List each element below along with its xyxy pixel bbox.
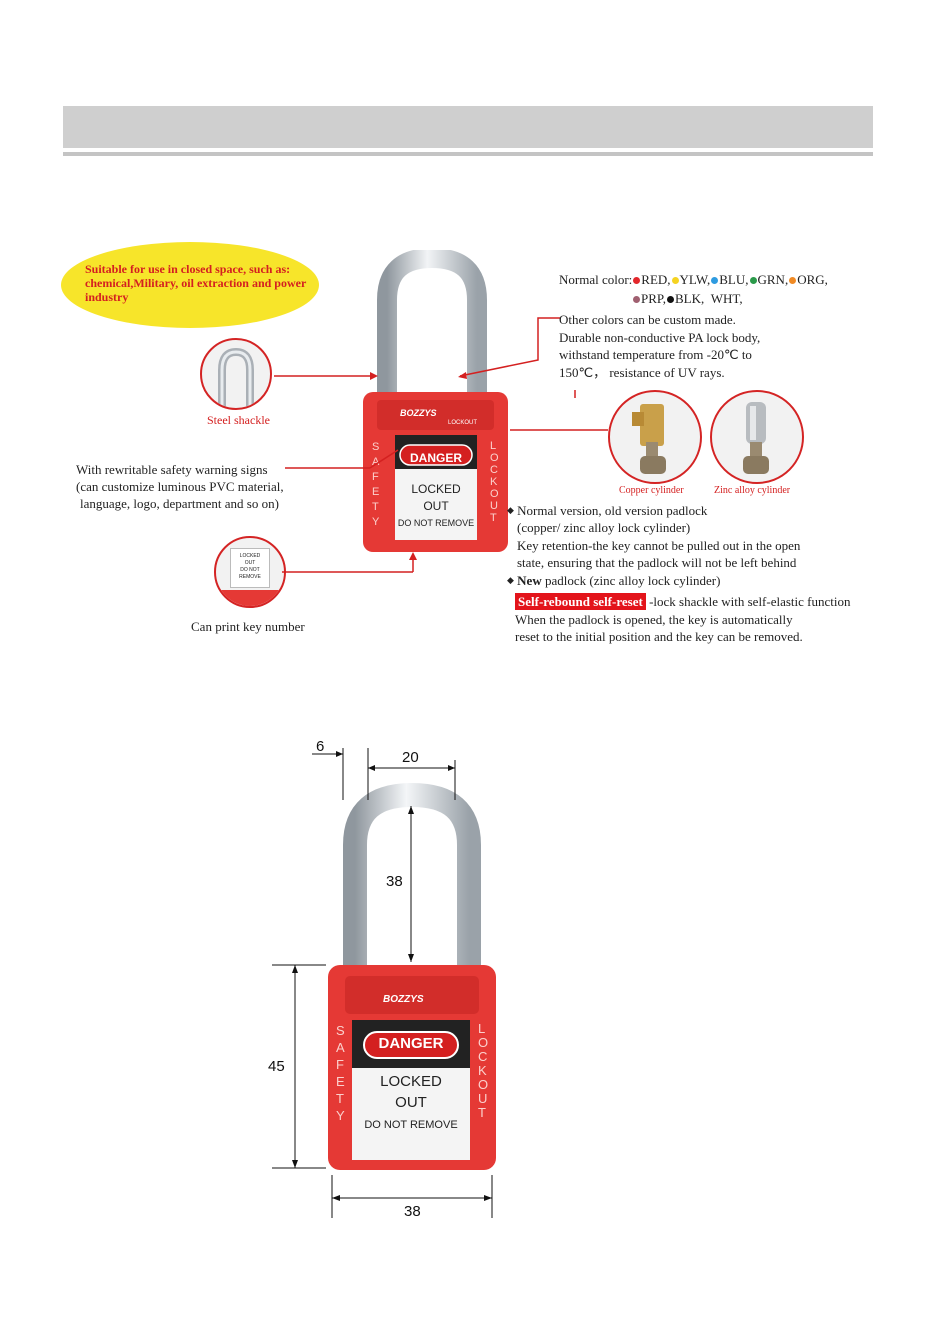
zinc-cylinder-circle	[710, 390, 804, 484]
yellow-dot-icon	[671, 277, 679, 285]
color-white: WHT,	[710, 291, 743, 306]
purple-dot-icon	[633, 296, 640, 304]
zinc-cylinder-icon	[743, 402, 769, 474]
padlock-dimension-drawing	[272, 748, 496, 1218]
brand-label-2: BOZZYS	[383, 994, 424, 1005]
key-tag-line3: DO NOT REMOVE	[239, 567, 261, 580]
dim-body-height: 45	[268, 1058, 285, 1075]
out-label: OUT	[423, 499, 449, 513]
bullet-icon: ◆	[507, 505, 514, 515]
usage-ellipse	[61, 242, 319, 328]
locked-label: LOCKED	[411, 482, 461, 496]
side-lockout-label: LOCKOUT	[490, 440, 499, 524]
brand-sub-label: LOCKOUT	[448, 420, 478, 426]
key-tag-line2: OUT	[244, 560, 256, 566]
zinc-cylinder-label: Zinc alloy cylinder	[714, 485, 791, 496]
version1-desc2: state, ensuring that the padlock will no…	[517, 555, 797, 570]
copper-cylinder-icon	[632, 404, 666, 474]
version1-desc1: Key retention-the key cannot be pulled o…	[517, 538, 801, 553]
black-dot-icon	[666, 296, 674, 304]
brand-label: BOZZYS	[400, 408, 437, 418]
rebound-line: Self-rebound self-reset -lock shackle wi…	[515, 593, 851, 610]
version1-title: ◆ Normal version, old version padlock	[507, 503, 708, 518]
color-list-row1: Normal color:RED,YLW,BLU,GRN,ORG,	[559, 271, 828, 288]
color-list-row2: PRP,BLK, WHT,	[632, 290, 743, 307]
steel-shackle-label: Steel shackle	[207, 413, 270, 427]
key-number-circle: LOCKED OUT DO NOT REMOVE	[214, 536, 286, 608]
color-green: GRN,	[749, 272, 788, 287]
red-dot-icon	[633, 277, 641, 285]
bullet-icon: ◆	[507, 575, 514, 585]
color-yellow: YLW,	[671, 272, 710, 287]
remove-label-2: DO NOT REMOVE	[364, 1119, 458, 1131]
dim-body-width: 38	[404, 1203, 421, 1220]
color-blue: BLU,	[710, 272, 749, 287]
body-text-3: 150℃， resistance of UV rays.	[559, 365, 725, 380]
copper-cylinder-label: Copper cylinder	[619, 485, 684, 496]
signs-line1: With rewritable safety warning signs	[76, 462, 268, 477]
danger-label-2: DANGER	[378, 1035, 444, 1052]
color-orange: ORG,	[788, 272, 828, 287]
orange-dot-icon	[789, 277, 797, 285]
key-number-label: Can print key number	[191, 619, 305, 634]
side-safety-label-2: SAFETY	[336, 1023, 345, 1123]
color-purple: PRP,	[632, 291, 666, 306]
shackle-detail-icon	[218, 347, 254, 408]
out-label-2: OUT	[395, 1094, 427, 1111]
dim-shackle-diameter: 6	[316, 738, 325, 755]
locked-label-2: LOCKED	[380, 1073, 442, 1090]
blue-dot-icon	[711, 277, 719, 285]
steel-shackle-circle	[200, 338, 272, 410]
color-prefix: Normal color:	[559, 272, 633, 287]
usage-text: Suitable for use in closed space, such a…	[85, 262, 307, 304]
body-text-1: Durable non-conductive PA lock body,	[559, 330, 761, 345]
version2-title: ◆ New padlock (zinc alloy lock cylinder)	[507, 573, 721, 588]
dim-shackle-clearance: 38	[386, 873, 403, 890]
dim-shackle-width: 20	[402, 749, 419, 766]
signs-line2: (can customize luminous PVC material,	[76, 479, 284, 494]
header-rule	[63, 152, 873, 156]
callout-lines	[274, 317, 608, 573]
remove-label: DO NOT REMOVE	[397, 518, 475, 528]
copper-cylinder-circle	[608, 390, 702, 484]
green-dot-icon	[749, 277, 757, 285]
body-text-2: withstand temperature from -20℃ to	[559, 347, 752, 362]
version1-sub: (copper/ zinc alloy lock cylinder)	[517, 520, 691, 535]
custom-colors-text: Other colors can be custom made.	[559, 312, 736, 327]
header-banner	[63, 106, 873, 148]
signs-line3: language, logo, department and so on)	[80, 496, 279, 511]
side-safety-label: SAFETY	[372, 441, 380, 528]
rebound-desc1: When the padlock is opened, the key is a…	[515, 612, 793, 627]
color-red: RED,	[632, 272, 671, 287]
key-tag-line1: LOCKED	[239, 553, 261, 559]
side-lockout-label-2: LOCKOUT	[478, 1021, 489, 1120]
padlock-photo	[363, 250, 508, 552]
color-black: BLK,	[666, 291, 704, 306]
rebound-tag: Self-rebound self-reset	[515, 593, 646, 610]
danger-label: DANGER	[409, 451, 462, 465]
rebound-desc2: reset to the initial position and the ke…	[515, 629, 803, 644]
